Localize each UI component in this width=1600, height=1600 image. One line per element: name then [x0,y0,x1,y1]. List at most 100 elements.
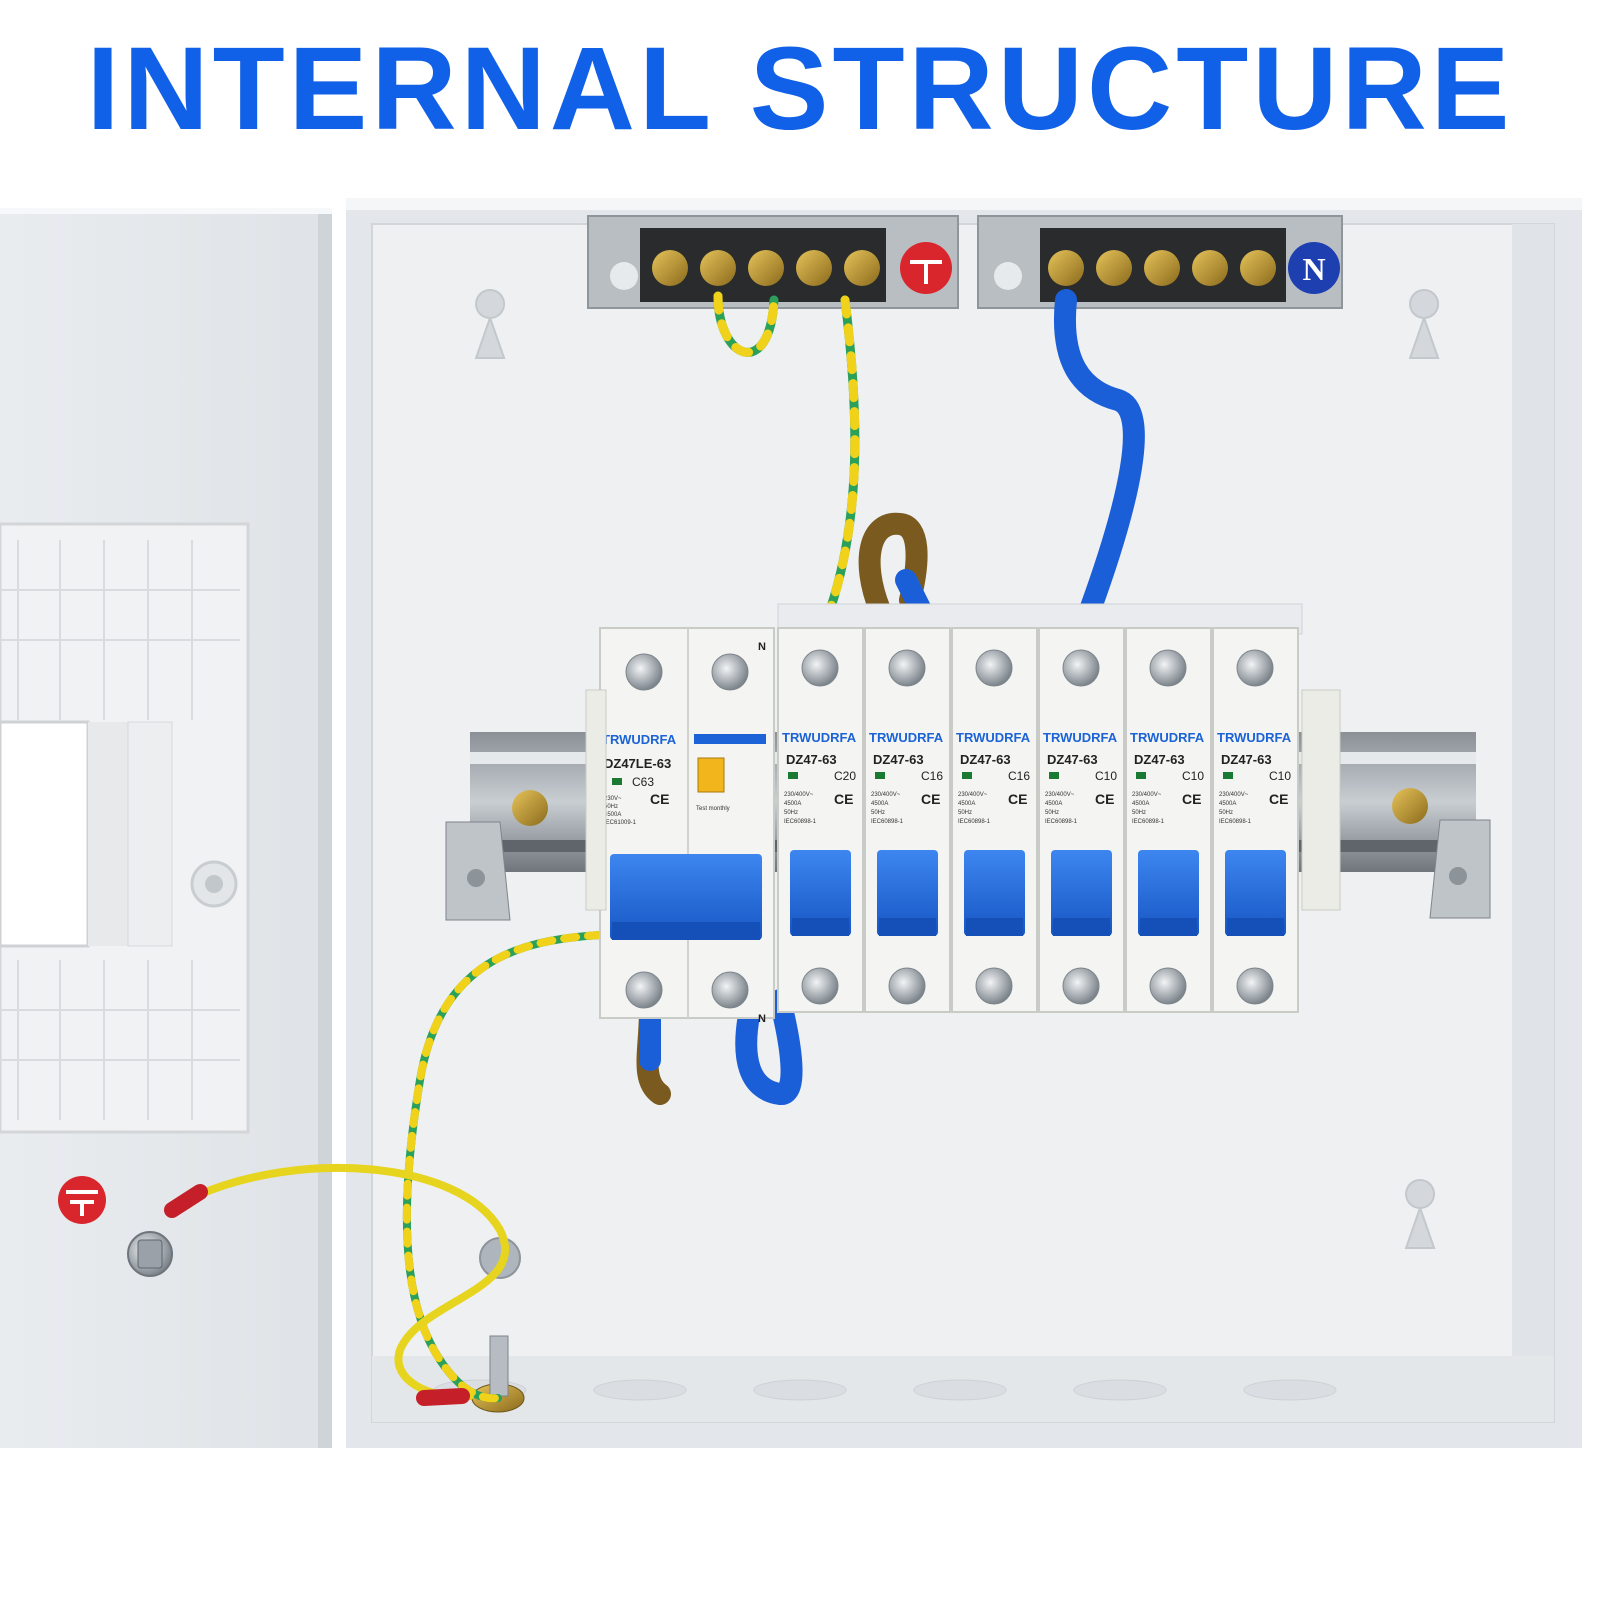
mcb-spec: 4500A [1045,801,1062,807]
rcbo-spec-0: 230V~ [604,796,622,802]
rcbo-spec-3: IEC61009-1 [604,820,637,826]
mcb-toggle-lip [1140,918,1197,936]
keyhole-mount [474,289,1440,1249]
mcb-breaker: TRWUDRFADZ47-63C10230/400V~4500A50HzIEC6… [1212,627,1299,1013]
mcb-rating: C16 [1008,769,1030,783]
neutral-terminal-label: N [1302,251,1325,287]
mcb-spec: 4500A [784,801,801,807]
mcb-spec: IEC60898-1 [1045,819,1078,825]
mcb-spec: IEC60898-1 [1219,819,1252,825]
mcb-body [777,627,864,1013]
earth-ground-icon [900,242,952,294]
indicator-window [962,772,972,779]
mcb-brand: TRWUDRFA [1130,730,1205,745]
enclosure-door [0,208,332,1448]
earth-ground-icon [58,1176,106,1224]
mcb-spec: 230/400V~ [784,792,814,798]
terminal-screw-icon [801,649,839,687]
terminal-screw-icon [1062,649,1100,687]
mcb-breaker: TRWUDRFADZ47-63C20230/400V~4500A50HzIEC6… [777,627,864,1013]
neutral-terminal-bar: N [977,215,1343,309]
mcb-spec: 50Hz [784,810,798,816]
terminal-screw-icon [888,967,926,1005]
mcb-spec: 4500A [1219,801,1236,807]
mcb-toggle-handle[interactable] [1138,850,1199,936]
rcbo-rating: C63 [632,775,654,789]
terminal-screw-icon [888,649,926,687]
mcb-brand: TRWUDRFA [869,730,944,745]
wiring [164,289,1145,1406]
terminal-screw-icon [975,967,1013,1005]
mcb-brand: TRWUDRFA [1043,730,1118,745]
indicator-window [1136,772,1146,779]
mcb-body [951,627,1038,1013]
mcb-rating: C10 [1269,769,1291,783]
mcb-spec: 230/400V~ [958,792,988,798]
rcbo-spec-2: 4500A [604,812,621,818]
mcb-spec: 50Hz [1132,810,1146,816]
rcbo-toggle-handle[interactable] [610,854,762,940]
ce-mark-icon: CE [1095,791,1114,807]
neutral-n-icon: N [1288,242,1340,294]
mcb-spec: 50Hz [871,810,885,816]
terminal-screw-icon [801,967,839,1005]
ce-mark-icon: CE [921,791,940,807]
mcb-toggle-lip [966,918,1023,936]
mcb-model: DZ47-63 [960,752,1011,767]
mcb-spec: IEC60898-1 [1132,819,1165,825]
mcb-breaker: TRWUDRFADZ47-63C16230/400V~4500A50HzIEC6… [864,627,951,1013]
mcb-model: DZ47-63 [1134,752,1185,767]
mcb-model: DZ47-63 [1047,752,1098,767]
mcb-rating: C20 [834,769,856,783]
terminal-screw-icon [1149,967,1187,1005]
door-earth-bolt [127,1231,173,1277]
mcb-breaker: TRWUDRFADZ47-63C16230/400V~4500A50HzIEC6… [951,627,1038,1013]
mcb-spec: 50Hz [1219,810,1233,816]
mcb-spec: 230/400V~ [871,792,901,798]
mcb-toggle-handle[interactable] [1225,850,1286,936]
mcb-body [1125,627,1212,1013]
mcb-toggle-handle[interactable] [964,850,1025,936]
mcb-spec: 4500A [958,801,975,807]
page-title: INTERNAL STRUCTURE [86,23,1514,155]
mcb-toggle-handle[interactable] [1051,850,1112,936]
rcbo-spec-1: 50Hz [604,804,618,810]
ce-mark-icon: CE [1182,791,1201,807]
indicator-window [788,772,798,779]
mcb-breaker: TRWUDRFADZ47-63C10230/400V~4500A50HzIEC6… [1038,627,1125,1013]
rcbo-test-button[interactable] [697,757,725,793]
mcb-body [1038,627,1125,1013]
mcb-toggle-handle[interactable] [790,850,851,936]
indicator-window [875,772,885,779]
mcb-spec: 4500A [1132,801,1149,807]
mcb-body [1212,627,1299,1013]
mcb-rating: C16 [921,769,943,783]
mcb-spec: IEC60898-1 [784,819,817,825]
mcb-spec: 230/400V~ [1132,792,1162,798]
box-earth-stud [471,1335,525,1413]
mcb-rating: C10 [1182,769,1204,783]
mcb-spec: 4500A [871,801,888,807]
mcb-spec: 50Hz [958,810,972,816]
terminal-screw-icon [1062,967,1100,1005]
mcb-spec: 50Hz [1045,810,1059,816]
mcb-toggle-lip [792,918,849,936]
mcb-body [864,627,951,1013]
rcbo-test-label: Test monthly [696,806,730,812]
terminal-screw-icon [1236,967,1274,1005]
mcb-brand: TRWUDRFA [956,730,1031,745]
ce-mark-icon: CE [650,791,669,807]
mcb-spec: 230/400V~ [1045,792,1075,798]
terminal-screw-icon [1149,649,1187,687]
mcb-toggle-handle[interactable] [877,850,938,936]
mcb-spec: 230/400V~ [1219,792,1249,798]
earth-terminal-bar [587,215,959,309]
mcb-model: DZ47-63 [873,752,924,767]
ce-mark-icon: CE [1269,791,1288,807]
door-window-frame [0,522,250,1134]
rcbo-n-label-top: N [758,641,766,653]
ce-mark-icon: CE [1008,791,1027,807]
mcb-model: DZ47-63 [786,752,837,767]
